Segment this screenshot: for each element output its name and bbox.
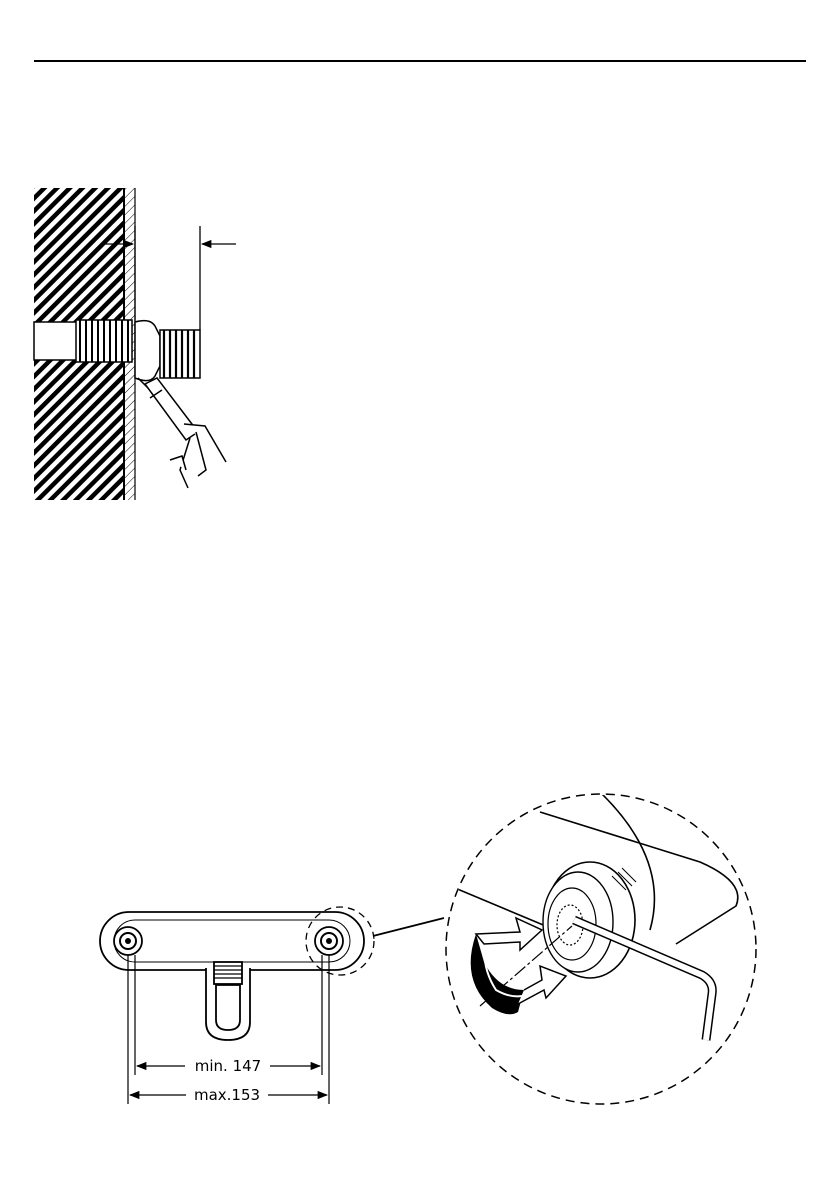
dimension-max-label: max.153 (194, 1086, 260, 1104)
dimension-min-label: min. 147 (195, 1057, 261, 1075)
right-screw (315, 927, 343, 955)
wall-section-lower (34, 360, 124, 500)
threaded-nipple (76, 320, 132, 362)
wall-section-upper (34, 188, 124, 322)
dimension-max: max.153 (130, 1086, 327, 1104)
dimension-min: min. 147 (137, 1057, 320, 1075)
eccentric-connector (135, 321, 200, 381)
screw-head (543, 862, 636, 978)
u-outlet (206, 962, 250, 1040)
wall-installation-figure (34, 188, 236, 500)
left-screw (114, 927, 142, 955)
detail-view-figure (446, 792, 756, 1104)
silicone-gun-icon (138, 378, 226, 488)
mounting-bar-figure: min. 147 max.153 (100, 907, 444, 1104)
